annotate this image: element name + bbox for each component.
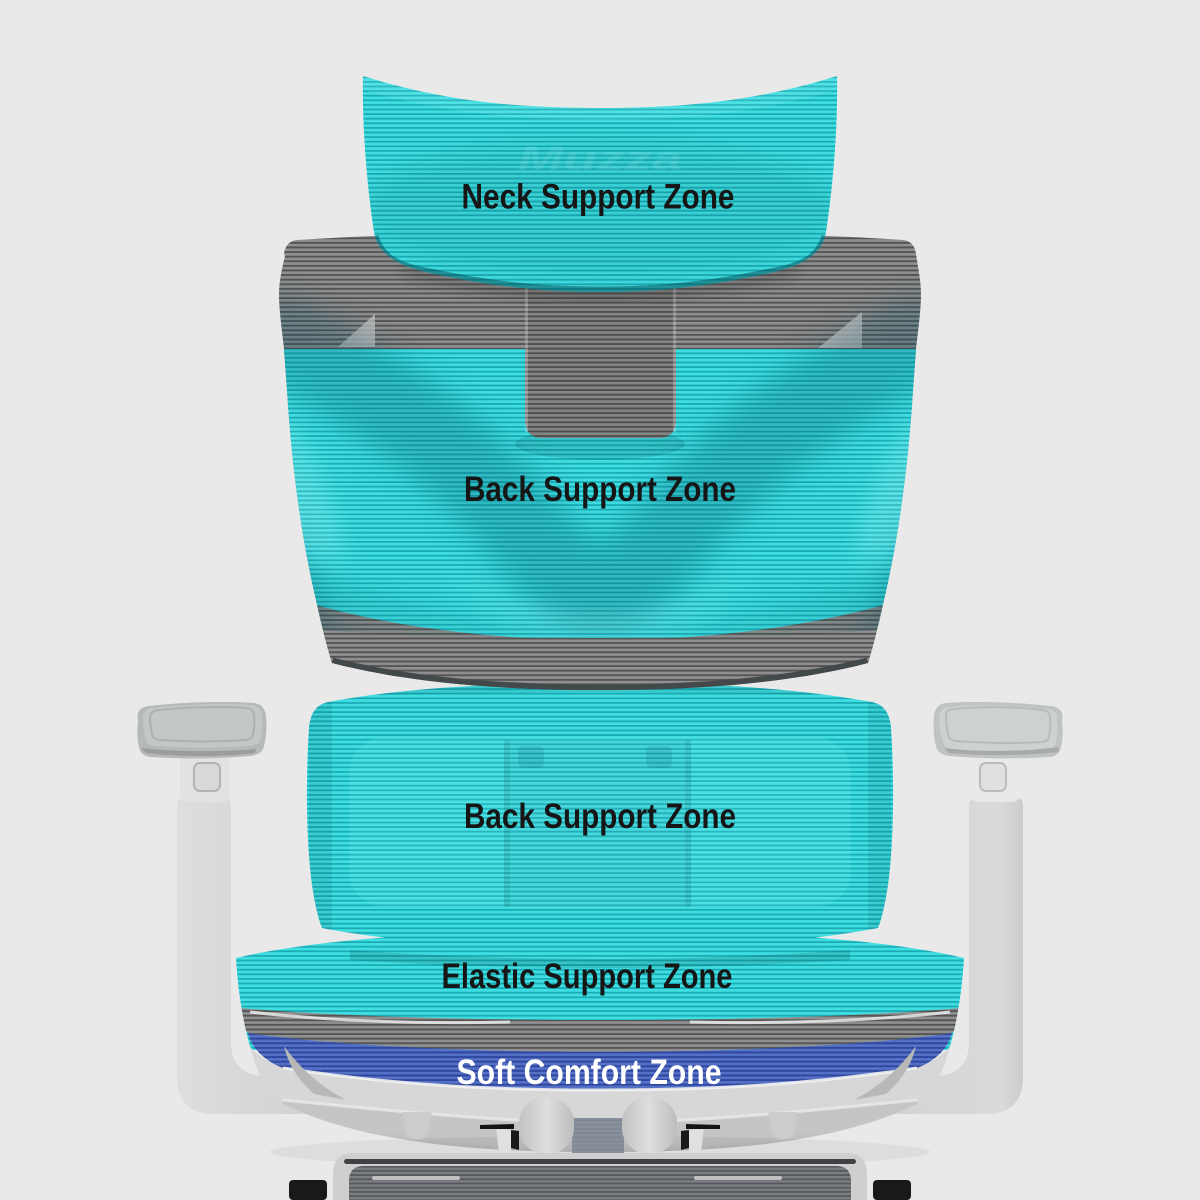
svg-text:Muzza: Muzza: [518, 140, 683, 178]
svg-text:Elastic Support Zone: Elastic Support Zone: [442, 957, 733, 996]
svg-text:Soft Comfort Zone: Soft Comfort Zone: [457, 1053, 722, 1092]
svg-text:Back Support Zone: Back Support Zone: [464, 797, 736, 836]
svg-text:Neck Support Zone: Neck Support Zone: [462, 178, 735, 217]
svg-text:Back Support Zone: Back Support Zone: [464, 470, 736, 509]
